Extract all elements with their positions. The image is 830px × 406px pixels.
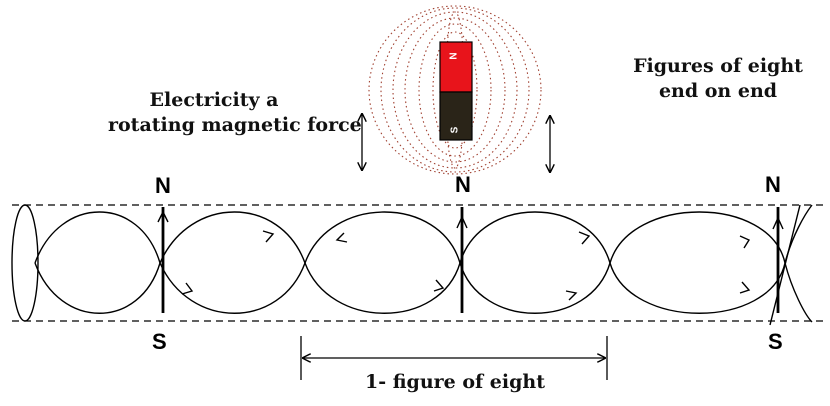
curve-arrow xyxy=(565,290,578,301)
span-dimension xyxy=(300,336,608,380)
magnet-north-half xyxy=(439,41,473,93)
right-caption: Figures of eight end on end xyxy=(628,54,808,104)
north-label-left: N xyxy=(155,173,171,198)
magnet-south-half xyxy=(439,91,473,141)
pole-arrow-right xyxy=(772,216,784,230)
pole-bars xyxy=(157,207,784,313)
curve-arrow xyxy=(335,232,348,243)
south-label-left: S xyxy=(152,329,167,354)
north-label-right: N xyxy=(765,172,781,197)
magnet-north-letter: N xyxy=(448,52,460,60)
right-caption-line1: Figures of eight xyxy=(633,55,803,77)
curve-arrow xyxy=(739,235,751,249)
south-label-right: S xyxy=(768,329,783,354)
curve-arrow xyxy=(739,281,751,294)
magnetic-field-lines xyxy=(368,5,542,175)
figure-eight-curves xyxy=(34,204,813,326)
right-end-stroke xyxy=(769,204,801,326)
curve-arrow xyxy=(181,282,194,295)
pole-arrow-left xyxy=(157,210,169,223)
end-ellipse xyxy=(11,204,39,322)
curve-arrow xyxy=(262,230,275,243)
curve-direction-arrows xyxy=(181,230,751,301)
curve-arrow xyxy=(578,231,591,245)
right-caption-line2: end on end xyxy=(658,80,778,102)
left-caption-line1: Electricity a xyxy=(149,89,279,111)
bottom-caption: 1- figure of eight xyxy=(365,371,545,393)
wave-curve-b xyxy=(34,204,813,314)
pole-arrow-center xyxy=(456,215,468,229)
curve-arrow xyxy=(433,279,445,292)
left-caption-line2: rotating magnetic force xyxy=(108,114,362,136)
north-label-center: N xyxy=(455,172,471,197)
magnet-south-letter: S xyxy=(449,126,461,134)
left-caption: Electricity a rotating magnetic force xyxy=(108,88,362,138)
